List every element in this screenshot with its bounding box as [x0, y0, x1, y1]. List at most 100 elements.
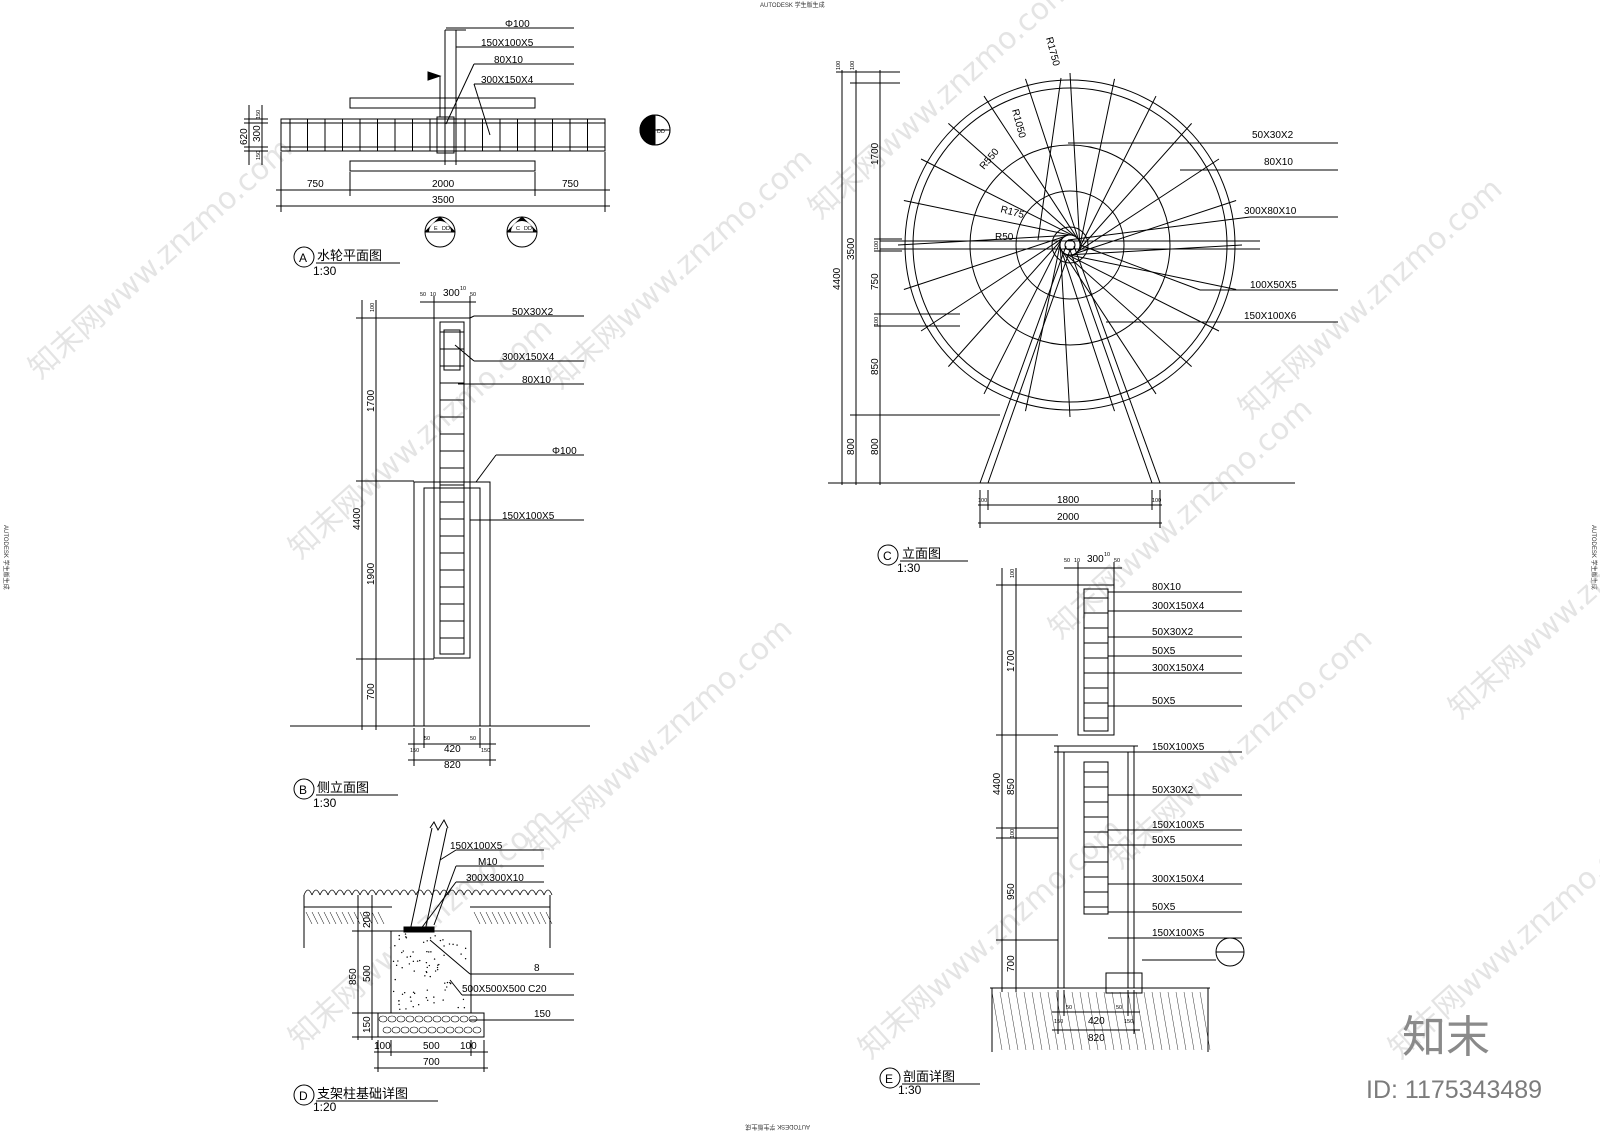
d-concrete-dot [412, 951, 414, 953]
c-dim-800b: 800 [870, 438, 881, 455]
wheel-spoke [898, 235, 1067, 245]
watermark-text: 知末网www.znzmo.com [522, 611, 799, 866]
d-concrete-dot [464, 957, 467, 960]
d-gravel-stone [427, 1026, 437, 1034]
d-concrete-dot [394, 945, 396, 947]
a-title-letter: A [299, 251, 307, 265]
c-callout-hub: 300X80X10 [1244, 206, 1297, 217]
d-concrete-dot [446, 981, 449, 984]
e-dim-bot-420: 420 [1088, 1016, 1105, 1027]
e-soil-hatch [1112, 992, 1122, 1050]
b-callout-tube: 150X100X5 [502, 511, 555, 522]
d-gravel-stone [468, 1015, 478, 1023]
d-concrete-dot [394, 978, 396, 981]
b-dim-bot-50a: 50 [424, 736, 430, 742]
e-callout-label: 50X30X2 [1152, 627, 1194, 638]
d-gravel-stone [396, 1015, 406, 1023]
d-soil-hatch [498, 912, 504, 924]
b-callout-pipe: Φ100 [552, 446, 577, 457]
d-gravel-stone [391, 1026, 401, 1034]
c-dim-bot-1800: 1800 [1057, 495, 1080, 506]
d-soil-hatch [372, 912, 378, 924]
c-title-letter: C [883, 549, 892, 563]
d-concrete-dot [426, 989, 429, 991]
a-dim-mid: 2000 [432, 179, 455, 190]
d-gravel-stone [436, 1026, 446, 1034]
d-concrete-dot [401, 951, 403, 954]
d-concrete-dot [399, 1008, 401, 1010]
d-dim-bot-total: 700 [423, 1057, 440, 1068]
b-dim-top-10b: 10 [460, 286, 466, 292]
b-dim-bot-total: 820 [444, 760, 461, 771]
d-concrete-dot [433, 1002, 435, 1004]
d-concrete-dot [412, 960, 415, 963]
a-callout-box: 300X150X4 [481, 75, 534, 86]
d-soil-hatch [510, 912, 516, 924]
d-soil-hatch [474, 912, 480, 924]
d-concrete-dot [405, 1008, 407, 1010]
d-concrete-dot [444, 982, 446, 984]
d-concrete-dot [460, 953, 462, 955]
b-dim-700: 700 [366, 683, 377, 700]
watermark-text: 知末网www.znzmo.com [852, 811, 1129, 1066]
section-detail-view-e [880, 562, 1244, 1088]
b-dim-100: 100 [370, 303, 376, 312]
d-callout-anchor: 8 [534, 963, 540, 974]
d-gravel-stone [459, 1015, 469, 1023]
d-gravel-stone [423, 1015, 433, 1023]
c-dim-bot-100b: 100 [1152, 498, 1161, 504]
d-soil-hatch [318, 912, 324, 924]
wheel-spoke [904, 236, 1065, 289]
d-dim-150: 150 [362, 1016, 373, 1033]
wheel-ring-1 [913, 88, 1227, 402]
d-concrete-dot [442, 939, 444, 941]
d-callout-tube: 150X100X5 [450, 841, 503, 852]
d-concrete-dot [449, 981, 451, 984]
d-soil-hatch [546, 912, 552, 924]
c-radius-50: R50 [995, 232, 1014, 243]
e-callout-label: 50X30X2 [1152, 785, 1194, 796]
a-mark-e-ref: DD [442, 226, 450, 232]
a-dim-left: 750 [307, 179, 324, 190]
e-soil-hatch [1016, 992, 1026, 1050]
wheel-spoke [1080, 79, 1115, 245]
watermark-text: 知末网www.znzmo.com [802, 0, 1079, 226]
d-concrete-dot [425, 970, 428, 973]
e-soil-hatch [1152, 992, 1162, 1050]
e-dim-top-300: 300 [1087, 554, 1104, 565]
d-concrete-dot [446, 986, 448, 988]
c-dim-750: 750 [870, 273, 881, 290]
e-callout-label: 50X5 [1152, 902, 1176, 913]
d-concrete-dot [443, 954, 445, 957]
e-dim-bot-150b: 150 [1124, 1019, 1133, 1025]
d-concrete-dot [433, 996, 435, 998]
wheel-ring-5 [1060, 235, 1080, 255]
b-title-letter: B [299, 783, 307, 797]
e-soil-hatch [1184, 992, 1194, 1050]
a-dim-300: 300 [252, 125, 263, 142]
wheel-spoke [1060, 248, 1070, 417]
c-callout-support: 150X100X6 [1244, 311, 1297, 322]
d-concrete-dot [392, 990, 395, 993]
d-soil-hatch [528, 912, 534, 924]
d-concrete-dot [462, 998, 465, 1001]
d-soil-hatch [540, 912, 546, 924]
watermark-text: 知末网www.znzmo.com [542, 141, 819, 396]
c-dim-3500: 3500 [846, 237, 857, 260]
c-radius-175: R175 [999, 204, 1025, 221]
e-soil-hatch [1120, 992, 1130, 1050]
b-dim-1900: 1900 [366, 562, 377, 585]
wheel-spoke [948, 123, 1075, 236]
d-concrete-dot [442, 999, 444, 1001]
d-concrete-dot [398, 1000, 400, 1002]
b-dim-bot-50b: 50 [470, 736, 476, 742]
wheel-spoke [1067, 255, 1219, 331]
a-mark-b-letter: B [649, 129, 653, 135]
d-concrete-dot [401, 993, 404, 995]
d-gravel-stone [414, 1015, 424, 1023]
a-title: 水轮平面图 [317, 249, 382, 264]
d-concrete-dot [443, 945, 445, 947]
d-concrete-dot [436, 966, 439, 969]
section-mark-c [507, 217, 537, 247]
e-dim-100a: 100 [1010, 569, 1016, 578]
